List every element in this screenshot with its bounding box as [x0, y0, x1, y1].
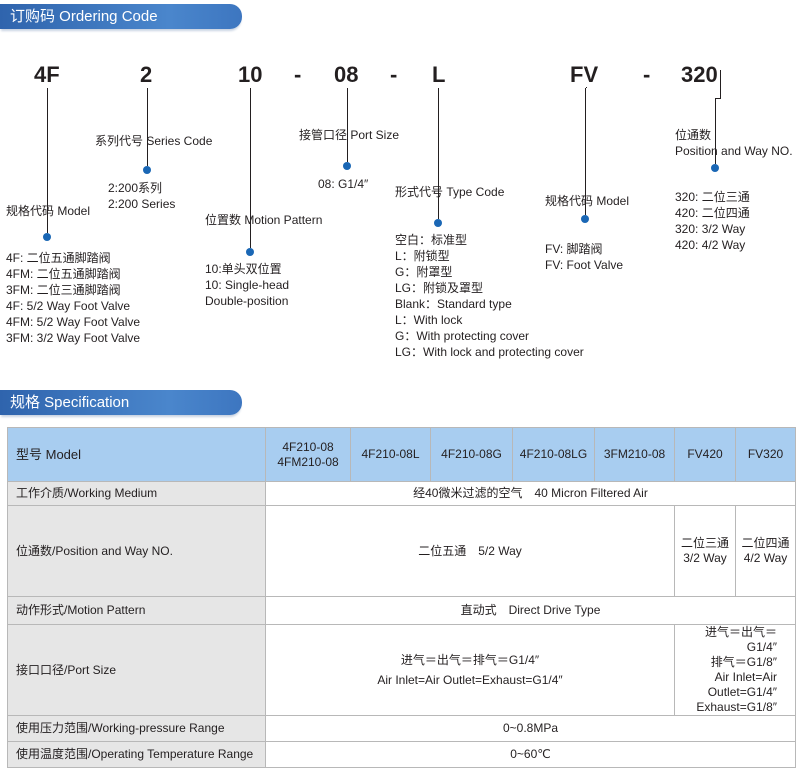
connector-fv — [585, 88, 586, 215]
position-list: 320: 二位三通 420: 二位四通 320: 3/2 Way 420: 4/… — [675, 190, 750, 252]
connector-320-v2 — [715, 98, 716, 164]
connector-320 — [720, 70, 721, 98]
ordering-code-title: 订购码 Ordering Code — [0, 4, 242, 29]
row-medium-value: 经40微米过滤的空气 40 Micron Filtered Air — [265, 481, 796, 506]
dot-l — [434, 219, 442, 227]
row-position-v3: 二位四通 4/2 Way — [735, 505, 796, 597]
row-position-label: 位通数/Position and Way NO. — [7, 505, 266, 597]
dot-10 — [246, 248, 254, 256]
row-position: 位通数/Position and Way NO. 二位五通 5/2 Way 二位… — [7, 505, 796, 597]
row-medium-label: 工作介质/Working Medium — [7, 481, 266, 506]
motion-list: 10:单头双位置 10: Single-head Double-position — [205, 262, 290, 308]
header-model-1: 4F210-08 4FM210-08 — [265, 427, 351, 482]
header-model-label: 型号 Model — [7, 427, 266, 482]
code-08: 08 — [334, 62, 359, 87]
series-list: 2:200系列 2:200 Series — [108, 181, 176, 211]
row-position-v2: 二位三通 3/2 Way — [674, 505, 736, 597]
row-medium: 工作介质/Working Medium 经40微米过滤的空气 40 Micron… — [7, 481, 796, 506]
code-2: 2 — [140, 62, 153, 87]
code-dash-2: - — [390, 62, 398, 87]
row-motion-label: 动作形式/Motion Pattern — [7, 596, 266, 625]
row-port-value2: 进气＝出气＝G1/4″ 排气＝G1/8″ Air Inlet=Air Outle… — [674, 624, 796, 716]
port-title: 接管口径 Port Size — [299, 128, 400, 142]
header-model-3: 4F210-08G — [430, 427, 513, 482]
dot-fv — [581, 215, 589, 223]
connector-320-h — [715, 98, 721, 99]
port-list: 08: G1/4″ — [318, 177, 369, 191]
row-temp-value: 0~60℃ — [265, 741, 796, 768]
header-model-7: FV320 — [735, 427, 796, 482]
type-list: 空白：标准型 L：附锁型 G：附罩型 LG：附锁及罩型 Blank：Standa… — [395, 233, 584, 359]
specification-title: 规格 Specification — [0, 390, 242, 415]
connector-l — [438, 88, 439, 219]
dot-4f — [43, 233, 51, 241]
code-dash-1: - — [294, 62, 302, 87]
header-model-6: FV420 — [674, 427, 736, 482]
row-motion-value: 直动式 Direct Drive Type — [265, 596, 796, 625]
series-title: 系列代号 Series Code — [95, 134, 213, 148]
connector-10 — [250, 88, 251, 248]
row-temp: 使用温度范围/Operating Temperature Range 0~60℃ — [7, 741, 796, 768]
code-320: 320 — [681, 62, 718, 87]
dot-2 — [143, 166, 151, 174]
position-title: 位通数 Position and Way NO. — [675, 128, 793, 158]
connector-2 — [147, 88, 148, 166]
connector-fv-h — [586, 87, 587, 88]
model2-list: FV: 脚踏阀 FV: Foot Valve — [545, 242, 624, 272]
row-port-label: 接口口径/Port Size — [7, 624, 266, 716]
row-port: 接口口径/Port Size 进气＝出气＝排气＝G1/4″ Air Inlet=… — [7, 624, 796, 716]
header-model-2: 4F210-08L — [350, 427, 431, 482]
type-title: 形式代号 Type Code — [395, 185, 505, 199]
model-title: 规格代码 Model — [6, 204, 91, 218]
row-motion: 动作形式/Motion Pattern 直动式 Direct Drive Typ… — [7, 596, 796, 625]
dot-320 — [711, 164, 719, 172]
header-model-4: 4F210-08LG — [512, 427, 595, 482]
row-pressure-label: 使用压力范围/Working-pressure Range — [7, 715, 266, 742]
code-l: L — [432, 62, 446, 87]
row-pressure: 使用压力范围/Working-pressure Range 0~0.8MPa — [7, 715, 796, 742]
model-list: 4F: 二位五通脚踏阀 4FM: 二位五通脚踏阀 3FM: 二位三通脚踏阀 4F… — [6, 251, 141, 345]
code-dash-3: - — [643, 62, 651, 87]
code-fv: FV — [570, 62, 599, 87]
row-position-value: 二位五通 5/2 Way — [265, 505, 675, 597]
connector-4f — [47, 88, 48, 233]
code-4f: 4F — [34, 62, 60, 87]
spec-header-row: 型号 Model 4F210-08 4FM210-08 4F210-08L 4F… — [7, 427, 796, 482]
code-10: 10 — [238, 62, 263, 87]
row-port-value: 进气＝出气＝排气＝G1/4″ Air Inlet=Air Outlet=Exha… — [265, 624, 675, 716]
row-temp-label: 使用温度范围/Operating Temperature Range — [7, 741, 266, 768]
model2-title: 规格代码 Model — [545, 194, 630, 208]
header-model-5: 3FM210-08 — [594, 427, 675, 482]
dot-08 — [343, 162, 351, 170]
motion-title: 位置数 Motion Pattern — [205, 213, 323, 227]
row-pressure-value: 0~0.8MPa — [265, 715, 796, 742]
connector-08 — [347, 88, 348, 162]
